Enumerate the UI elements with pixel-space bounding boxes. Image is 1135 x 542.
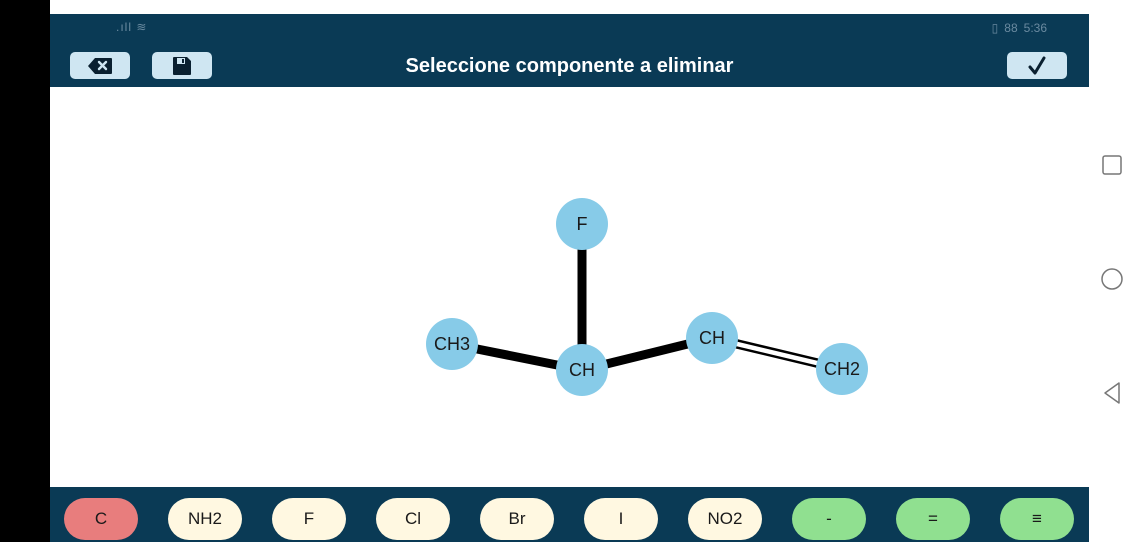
atom-node[interactable]: CH2 bbox=[816, 343, 868, 395]
square-icon bbox=[1102, 155, 1122, 175]
atom-circle[interactable] bbox=[556, 344, 608, 396]
atom-node[interactable]: CH3 bbox=[426, 318, 478, 370]
recent-apps-button[interactable] bbox=[1099, 152, 1125, 178]
atom-label: CH2 bbox=[824, 359, 860, 379]
app-window: .ıll ≋ ▯ 88 5:36 Seleccione componente a… bbox=[50, 14, 1089, 542]
status-right: ▯ 88 5:36 bbox=[992, 21, 1047, 35]
backspace-icon bbox=[88, 57, 112, 74]
atom-label: CH bbox=[699, 328, 725, 348]
triangle-back-icon bbox=[1104, 382, 1120, 404]
atom-node[interactable]: CH bbox=[686, 312, 738, 364]
signal-status: .ıll ≋ bbox=[116, 20, 148, 34]
atom-node[interactable]: F bbox=[556, 198, 608, 250]
save-button[interactable] bbox=[152, 52, 212, 79]
back-button[interactable] bbox=[1099, 380, 1125, 406]
toolbar-chip[interactable]: NH2 bbox=[168, 498, 242, 540]
component-toolbar: C NH2 F Cl Br I NO2-= ≡ bbox=[50, 487, 1089, 542]
toolbar-chip[interactable]: Cl bbox=[376, 498, 450, 540]
toolbar-chip[interactable]: - bbox=[792, 498, 866, 540]
floppy-disk-icon bbox=[173, 56, 191, 75]
left-black-bar bbox=[0, 0, 50, 542]
battery-level: 88 bbox=[1004, 21, 1018, 35]
page-title: Seleccione componente a eliminar bbox=[405, 55, 734, 77]
atom-label: CH3 bbox=[434, 334, 470, 354]
atom-circle[interactable] bbox=[426, 318, 478, 370]
checkmark-icon bbox=[1028, 56, 1046, 74]
atom-circle[interactable] bbox=[556, 198, 608, 250]
toolbar-chip[interactable]: C bbox=[64, 498, 138, 540]
toolbar-chip[interactable]: = bbox=[896, 498, 970, 540]
toolbar-chip[interactable]: NO2 bbox=[688, 498, 762, 540]
toolbar-chip[interactable]: I bbox=[584, 498, 658, 540]
atom-node[interactable]: CH bbox=[556, 344, 608, 396]
clock-time: 5:36 bbox=[1023, 21, 1047, 35]
home-button[interactable] bbox=[1099, 266, 1125, 292]
header-bar: .ıll ≋ ▯ 88 5:36 Seleccione componente a… bbox=[50, 14, 1089, 87]
android-nav-bar bbox=[1089, 0, 1135, 542]
vibrate-icon: ▯ bbox=[991, 21, 999, 35]
atom-circle[interactable] bbox=[816, 343, 868, 395]
atom-label: F bbox=[577, 214, 588, 234]
atom-circle[interactable] bbox=[686, 312, 738, 364]
toolbar-chip[interactable]: F bbox=[272, 498, 346, 540]
atom-label: CH bbox=[569, 360, 595, 380]
delete-button[interactable] bbox=[70, 52, 130, 79]
circle-icon bbox=[1101, 268, 1123, 290]
confirm-button[interactable] bbox=[1007, 52, 1067, 79]
toolbar-chip[interactable]: Br bbox=[480, 498, 554, 540]
toolbar-chip[interactable]: ≡ bbox=[1000, 498, 1074, 540]
